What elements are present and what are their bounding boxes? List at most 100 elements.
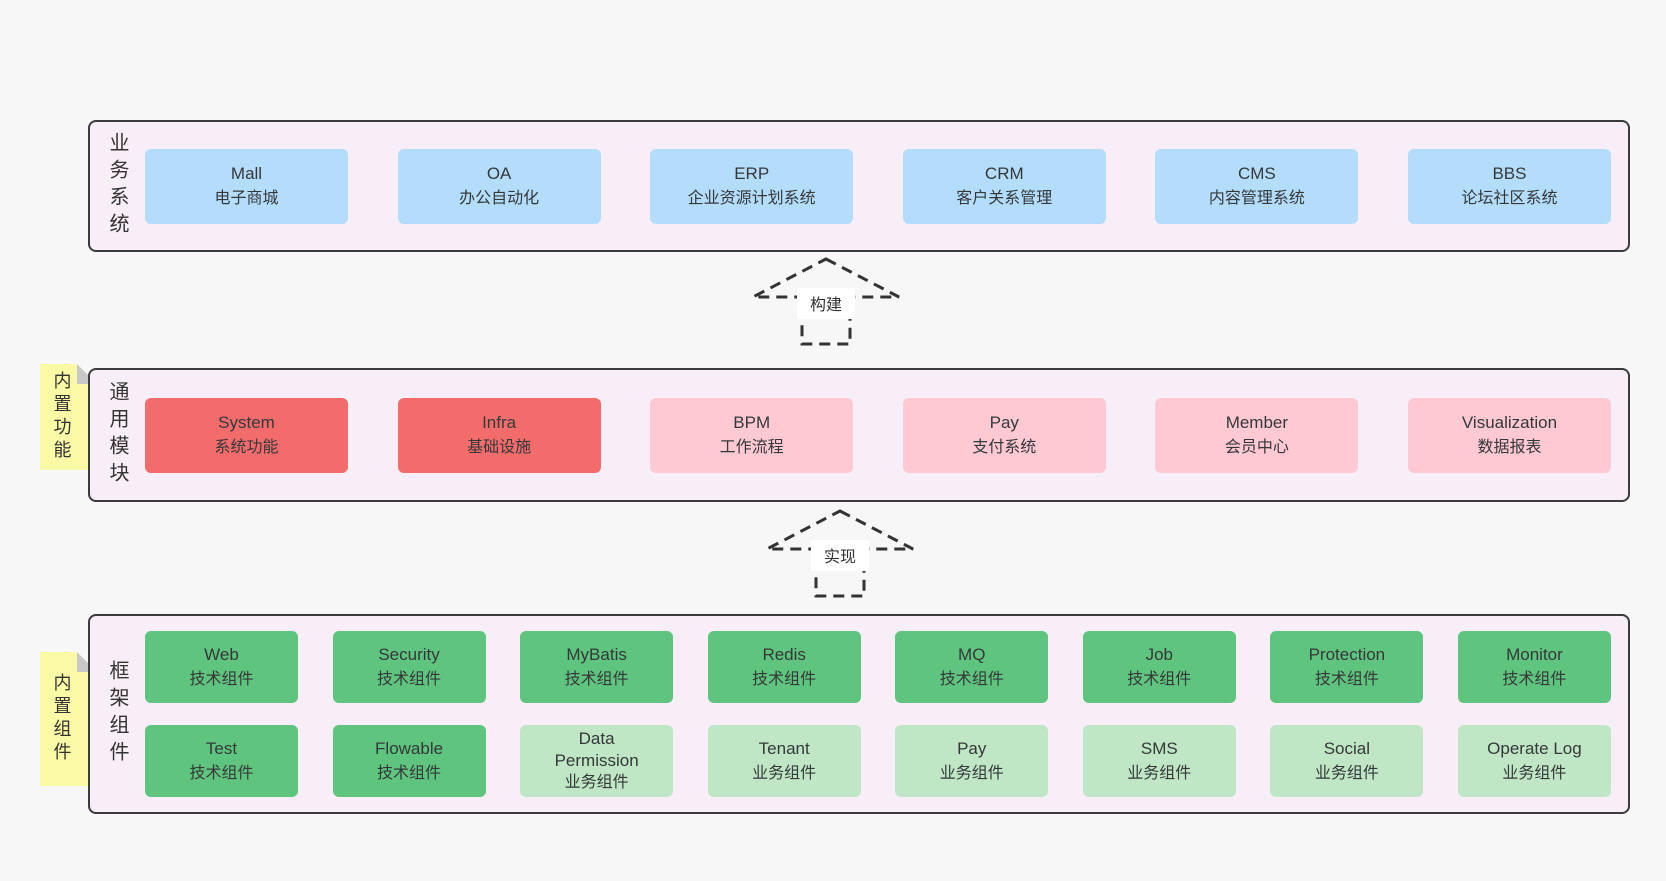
box-title: BBS bbox=[1492, 164, 1527, 183]
box-web: Web 技术组件 bbox=[145, 631, 298, 703]
box-erp: ERP 企业资源计划系统 bbox=[650, 148, 854, 224]
layer-label-business: 业务系统 bbox=[106, 132, 128, 240]
box-subtitle: 业务组件 bbox=[752, 765, 817, 782]
box-title: MQ bbox=[958, 645, 986, 664]
box-subtitle: 技术组件 bbox=[564, 671, 629, 688]
box-job: Job 技术组件 bbox=[1082, 631, 1236, 703]
box-title: System bbox=[218, 413, 275, 432]
box-flowable: Flowable 技术组件 bbox=[332, 725, 486, 797]
box-subtitle: 技术组件 bbox=[939, 671, 1004, 688]
box-crm: CRM 客户关系管理 bbox=[902, 148, 1106, 224]
box-mq: MQ 技术组件 bbox=[895, 631, 1049, 703]
box-oa: OA 办公自动化 bbox=[397, 148, 601, 224]
box-subtitle: 技术组件 bbox=[189, 765, 254, 782]
box-test: Test 技术组件 bbox=[145, 725, 298, 797]
box-subtitle: 工作流程 bbox=[719, 439, 784, 456]
box-title: Monitor bbox=[1506, 645, 1563, 664]
box-title: BPM bbox=[733, 413, 771, 432]
box-subtitle: 技术组件 bbox=[752, 671, 817, 688]
tab-label: 内置组件 bbox=[51, 673, 72, 765]
box-subtitle: 技术组件 bbox=[377, 765, 442, 782]
box-subtitle: 技术组件 bbox=[189, 671, 254, 688]
box-title: Job bbox=[1145, 645, 1174, 664]
box-title: SMS bbox=[1140, 739, 1178, 758]
box-monitor: Monitor 技术组件 bbox=[1457, 631, 1611, 703]
box-subtitle: 会员中心 bbox=[1224, 439, 1289, 456]
box-bbs: BBS 论坛社区系统 bbox=[1407, 148, 1611, 224]
box-title: Flowable bbox=[375, 739, 444, 758]
box-bpm: BPM 工作流程 bbox=[650, 397, 854, 473]
box-subtitle: 论坛社区系统 bbox=[1461, 190, 1558, 207]
box-title: MyBatis bbox=[566, 645, 627, 664]
components-box-row-1: Web 技术组件 Security 技术组件 MyBatis 技术组件 Redi… bbox=[145, 631, 1611, 703]
box-subtitle: 技术组件 bbox=[1314, 671, 1379, 688]
box-subtitle: 业务组件 bbox=[1502, 765, 1567, 782]
box-subtitle: 业务组件 bbox=[1314, 765, 1379, 782]
box-pay-component: Pay 业务组件 bbox=[895, 725, 1049, 797]
box-cms: CMS 内容管理系统 bbox=[1155, 148, 1359, 224]
box-member: Member 会员中心 bbox=[1155, 397, 1359, 473]
box-tenant: Tenant 业务组件 bbox=[707, 725, 861, 797]
layer-framework-components: 框架组件 Web 技术组件 Security 技术组件 MyBatis 技术组件… bbox=[88, 614, 1630, 814]
box-subtitle: 基础设施 bbox=[467, 439, 532, 456]
layer-content-modules: System 系统功能 Infra 基础设施 BPM 工作流程 Pay 支付系统… bbox=[145, 370, 1628, 500]
box-title: Web bbox=[204, 645, 239, 664]
box-subtitle: 业务组件 bbox=[1127, 765, 1192, 782]
components-box-row-2: Test 技术组件 Flowable 技术组件 Data Permission … bbox=[145, 725, 1611, 797]
box-title: Redis bbox=[762, 645, 806, 664]
box-subtitle: 数据报表 bbox=[1477, 439, 1542, 456]
box-title: CMS bbox=[1237, 164, 1276, 183]
tab-built-in-features: 内置功能 bbox=[40, 364, 97, 470]
box-subtitle: 系统功能 bbox=[214, 439, 279, 456]
box-security: Security 技术组件 bbox=[332, 631, 486, 703]
layer-content-business: Mall 电子商城 OA 办公自动化 ERP 企业资源计划系统 CRM 客户关系… bbox=[145, 122, 1628, 250]
arrow-implement: 实现 bbox=[760, 508, 920, 600]
box-subtitle: 电子商城 bbox=[214, 190, 279, 207]
box-title: Infra bbox=[482, 413, 517, 432]
arrow-up-icon: 实现 bbox=[766, 509, 914, 598]
box-system: System 系统功能 bbox=[145, 397, 348, 473]
box-subtitle: 技术组件 bbox=[1502, 671, 1567, 688]
box-sms: SMS 业务组件 bbox=[1082, 725, 1236, 797]
layer-label-modules: 通用模块 bbox=[106, 381, 128, 489]
box-title: Operate Log bbox=[1487, 739, 1582, 758]
tab-built-in-components: 内置组件 bbox=[40, 652, 97, 786]
box-title: Pay bbox=[989, 413, 1019, 432]
box-title: Security bbox=[378, 645, 440, 664]
business-box-row: Mall 电子商城 OA 办公自动化 ERP 企业资源计划系统 CRM 客户关系… bbox=[145, 148, 1611, 224]
arrow-label: 构建 bbox=[810, 296, 842, 314]
box-protection: Protection 技术组件 bbox=[1270, 631, 1424, 703]
modules-box-row: System 系统功能 Infra 基础设施 BPM 工作流程 Pay 支付系统… bbox=[145, 397, 1611, 473]
arrow-up-outline bbox=[752, 257, 900, 346]
box-subtitle: 业务组件 bbox=[939, 765, 1004, 782]
box-title: Member bbox=[1225, 413, 1289, 432]
box-title: Protection bbox=[1308, 645, 1386, 664]
box-subtitle: 办公自动化 bbox=[459, 190, 540, 207]
box-title: Visualization bbox=[1461, 413, 1558, 432]
arrow-up-outline bbox=[766, 509, 914, 598]
box-subtitle: 技术组件 bbox=[1127, 671, 1192, 688]
arrow-build: 构建 bbox=[746, 256, 906, 348]
arrow-label-background bbox=[811, 540, 869, 571]
box-subtitle: 支付系统 bbox=[972, 439, 1037, 456]
box-subtitle: 企业资源计划系统 bbox=[687, 190, 816, 207]
box-data-permission: Data Permission 业务组件 bbox=[520, 725, 674, 797]
box-title: Social bbox=[1323, 739, 1371, 758]
tab-label: 内置功能 bbox=[51, 371, 72, 463]
arrow-label-background bbox=[797, 288, 855, 319]
box-mall: Mall 电子商城 bbox=[145, 148, 348, 224]
box-visualization: Visualization 数据报表 bbox=[1407, 397, 1611, 473]
box-title: CRM bbox=[984, 164, 1024, 183]
box-title: ERP bbox=[734, 164, 770, 183]
arrow-label: 实现 bbox=[824, 548, 856, 566]
box-title: Test bbox=[205, 739, 238, 758]
box-subtitle: 业务组件 bbox=[564, 774, 629, 791]
box-title: Tenant bbox=[758, 739, 810, 758]
box-title: OA bbox=[486, 164, 512, 183]
box-subtitle: 技术组件 bbox=[377, 671, 442, 688]
box-infra: Infra 基础设施 bbox=[397, 397, 601, 473]
box-redis: Redis 技术组件 bbox=[707, 631, 861, 703]
box-title: Data Permission bbox=[554, 729, 639, 770]
box-mybatis: MyBatis 技术组件 bbox=[520, 631, 674, 703]
